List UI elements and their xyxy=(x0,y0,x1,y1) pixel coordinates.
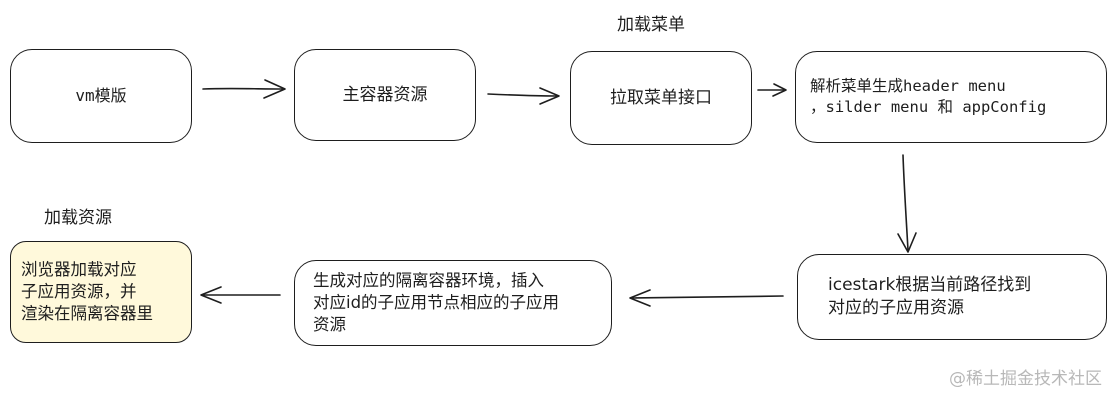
node-isolated-env-line1: 生成对应的隔离容器环境，插入 xyxy=(313,270,544,290)
label-load-resources: 加载资源 xyxy=(44,208,112,228)
node-main-container: 主容器资源 xyxy=(294,49,476,141)
arrow-isolated-to-browser xyxy=(200,286,281,304)
node-parse-menu-line2: ，silder menu 和 appConfig xyxy=(810,98,1047,116)
node-browser-render-line3: 渲染在隔离容器里 xyxy=(21,304,153,324)
node-vm-template: vm模版 xyxy=(10,49,192,143)
arrow-container-to-fetch xyxy=(487,87,560,105)
arrow-parse-to-icestark xyxy=(897,154,917,253)
node-icestark-find-text: icestark根据当前路径找到 对应的子应用资源 xyxy=(828,274,1031,320)
arrow-vm-to-container xyxy=(202,79,286,99)
arrow-fetch-to-parse xyxy=(757,83,787,97)
node-parse-menu-line1: 解析菜单生成header menu xyxy=(810,77,1006,96)
node-vm-template-text: vm模版 xyxy=(75,86,127,106)
node-browser-render-line1: 浏览器加载对应 xyxy=(21,259,137,279)
node-icestark-find-line1: icestark根据当前路径找到 xyxy=(828,275,1032,296)
node-browser-render: 浏览器加载对应 子应用资源，并 渲染在隔离容器里 xyxy=(10,241,192,343)
node-parse-menu-text: 解析菜单生成header menu ，silder menu 和 appConf… xyxy=(810,76,1046,118)
watermark: @稀土掘金技术社区 xyxy=(949,369,1102,389)
node-isolated-env: 生成对应的隔离容器环境，插入 对应id的子应用节点相应的子应用 资源 xyxy=(294,260,612,346)
node-isolated-env-line2: 对应id的子应用节点相应的子应用 xyxy=(313,292,560,312)
node-fetch-menu-api: 拉取菜单接口 xyxy=(570,51,752,145)
node-browser-render-text: 浏览器加载对应 子应用资源，并 渲染在隔离容器里 xyxy=(21,259,153,326)
label-load-menu: 加载菜单 xyxy=(617,15,685,35)
node-fetch-menu-api-text: 拉取菜单接口 xyxy=(610,87,712,108)
node-main-container-text: 主容器资源 xyxy=(342,84,428,105)
arrow-icestark-to-isolated xyxy=(629,289,784,307)
node-browser-render-line2: 子应用资源，并 xyxy=(21,281,137,301)
node-parse-menu: 解析菜单生成header menu ，silder menu 和 appConf… xyxy=(795,51,1107,143)
node-icestark-find-line2: 对应的子应用资源 xyxy=(828,298,964,318)
node-icestark-find: icestark根据当前路径找到 对应的子应用资源 xyxy=(797,254,1107,340)
node-isolated-env-text: 生成对应的隔离容器环境，插入 对应id的子应用节点相应的子应用 资源 xyxy=(313,270,559,337)
node-isolated-env-line3: 资源 xyxy=(313,315,346,335)
